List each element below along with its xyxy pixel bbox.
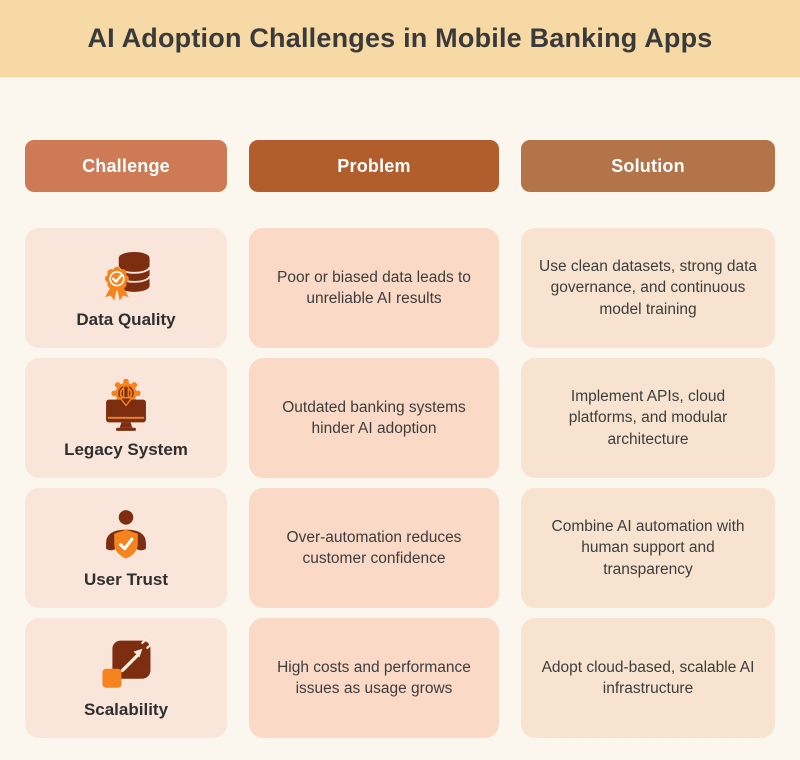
problem-card-legacy-system: Outdated banking systems hinder AI adopt… bbox=[249, 358, 499, 478]
problem-text: Poor or biased data leads to unreliable … bbox=[277, 268, 471, 307]
problem-text: Over-automation reduces customer confide… bbox=[286, 528, 462, 567]
legacy-monitor-gear-icon bbox=[106, 378, 146, 431]
challenge-card-scalability: Scalability bbox=[25, 618, 227, 738]
scale-expand-arrow-icon bbox=[102, 638, 152, 688]
column-headers: Challenge Problem Solution bbox=[0, 140, 800, 192]
problem-text: High costs and performance issues as usa… bbox=[277, 658, 471, 697]
column-header-challenge: Challenge bbox=[25, 140, 227, 192]
challenge-label: Data Quality bbox=[76, 309, 176, 329]
solution-text: Combine AI automation with human support… bbox=[551, 517, 745, 578]
challenge-card-legacy-system: Legacy System bbox=[25, 358, 227, 478]
challenge-card-user-trust: User Trust bbox=[25, 488, 227, 608]
solution-text: Use clean datasets, strong data governan… bbox=[539, 257, 757, 318]
solution-card-data-quality: Use clean datasets, strong data governan… bbox=[521, 228, 775, 348]
challenge-label: Scalability bbox=[83, 699, 169, 719]
header-band: AI Adoption Challenges in Mobile Banking… bbox=[0, 0, 800, 77]
solution-card-user-trust: Combine AI automation with human support… bbox=[521, 488, 775, 608]
column-header-solution: Solution bbox=[521, 140, 775, 192]
challenge-label: Legacy System bbox=[64, 439, 188, 459]
solution-text: Implement APIs, cloud platforms, and mod… bbox=[568, 387, 728, 448]
problem-card-scalability: High costs and performance issues as usa… bbox=[249, 618, 499, 738]
challenge-card-data-quality: Data Quality bbox=[25, 228, 227, 348]
solution-card-scalability: Adopt cloud-based, scalable AI infrastru… bbox=[521, 618, 775, 738]
challenge-label: User Trust bbox=[83, 569, 169, 589]
problem-text: Outdated banking systems hinder AI adopt… bbox=[282, 398, 466, 437]
problem-card-user-trust: Over-automation reduces customer confide… bbox=[249, 488, 499, 608]
database-quality-badge-icon bbox=[104, 251, 151, 300]
problem-card-data-quality: Poor or biased data leads to unreliable … bbox=[249, 228, 499, 348]
solution-text: Adopt cloud-based, scalable AI infrastru… bbox=[541, 658, 755, 697]
page-title: AI Adoption Challenges in Mobile Banking… bbox=[87, 23, 713, 53]
user-shield-check-icon bbox=[106, 509, 146, 559]
column-header-problem: Problem bbox=[249, 140, 499, 192]
solution-card-legacy-system: Implement APIs, cloud platforms, and mod… bbox=[521, 358, 775, 478]
challenge-table: Data Quality Poor or biased data leads t… bbox=[0, 228, 800, 738]
